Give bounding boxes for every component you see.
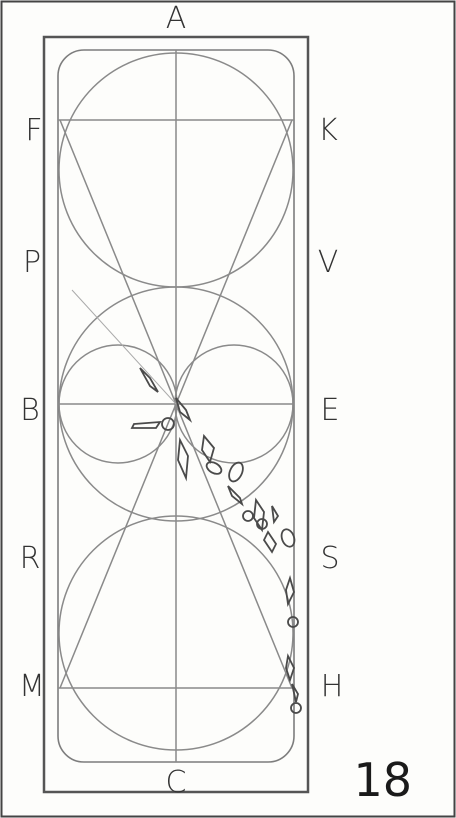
footprint-mark xyxy=(161,417,175,431)
page-number: 18 xyxy=(353,753,412,807)
footprint-mark xyxy=(280,528,296,548)
footprint-mark xyxy=(205,461,223,475)
footprint-mark xyxy=(242,510,254,522)
footprint-mark xyxy=(175,397,193,423)
label-right-1: K xyxy=(318,113,338,148)
footprint-path xyxy=(130,367,302,714)
label-left-3: B xyxy=(20,393,40,428)
footprint-mark xyxy=(262,530,278,554)
footprint-mark xyxy=(290,702,302,714)
footprint-mark xyxy=(130,420,162,429)
footprint-mark xyxy=(139,367,159,393)
footprint-mark xyxy=(228,461,244,483)
label-left-2: P xyxy=(23,245,41,280)
footprint-mark xyxy=(285,653,295,683)
outer-rectangle xyxy=(42,35,310,794)
pencil-line xyxy=(71,289,177,405)
label-right-4: S xyxy=(320,541,339,576)
label-left-5: M xyxy=(19,669,45,704)
label-right-5: H xyxy=(321,669,344,704)
footprint-mark xyxy=(287,616,299,628)
label-bottom: C xyxy=(166,765,187,800)
circle-bottom xyxy=(58,515,294,751)
footprint-mark xyxy=(253,497,265,533)
footprint-mark xyxy=(227,485,244,507)
footprint-mark xyxy=(177,436,189,482)
circle-small-right xyxy=(174,344,294,464)
label-right-2: V xyxy=(318,245,339,280)
footprint-mark xyxy=(291,683,299,703)
label-top: A xyxy=(166,1,187,36)
label-left-4: R xyxy=(20,541,41,576)
label-right-3: E xyxy=(321,393,340,428)
footprint-mark xyxy=(285,574,295,607)
label-left-1: F xyxy=(25,113,42,148)
footprint-mark xyxy=(271,505,280,525)
footprint-mark xyxy=(256,518,268,530)
